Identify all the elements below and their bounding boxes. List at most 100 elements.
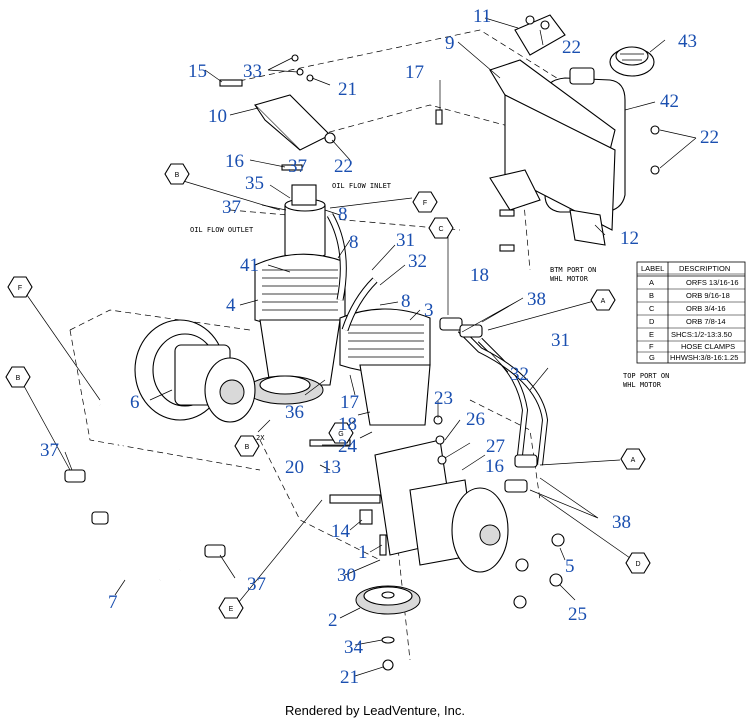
legend-header-description: DESCRIPTION	[679, 264, 730, 273]
btm-port-label-2: WHL MOTOR	[550, 275, 589, 283]
callout-17: 17	[340, 392, 359, 413]
left-hydro-pump	[246, 253, 346, 405]
svg-text:A: A	[631, 457, 636, 464]
callout-numbers: 15 33 21 10 11 9 22 43 42 22 12 17 16 37…	[40, 6, 719, 688]
hex-tag-e: E	[218, 597, 244, 619]
callout-37: 37	[222, 197, 241, 218]
oil-filter	[284, 184, 326, 261]
callout-6: 6	[130, 392, 140, 413]
callout-38: 38	[612, 512, 631, 533]
callout-22: 22	[700, 127, 719, 148]
svg-text:G: G	[338, 431, 343, 438]
legend-row-description: ORFS 13/16-16	[686, 278, 739, 287]
callout-16: 16	[485, 456, 504, 477]
parts-diagram: B F F B C A B G	[5, 6, 746, 688]
callout-42: 42	[660, 91, 679, 112]
callout-41: 41	[240, 255, 259, 276]
btm-port-label-1: BTM PORT ON	[550, 266, 596, 274]
legend-row-description: HOSE CLAMPS	[681, 342, 735, 351]
callout-37: 37	[40, 440, 59, 461]
callout-30: 32	[408, 251, 427, 272]
legend-row-description: SHCS:1/2-13:3.50	[671, 330, 732, 339]
two-x-label: 2X	[256, 434, 265, 442]
callout-15: 16	[225, 151, 244, 172]
legend-row-label: F	[649, 342, 654, 351]
callout-4: 4	[226, 295, 236, 316]
hex-tag-a: A	[590, 289, 616, 311]
callout-21: 21	[340, 667, 359, 688]
svg-text:B: B	[245, 444, 250, 451]
tank-mounting-bracket	[489, 59, 616, 246]
callout-22: 22	[562, 37, 581, 58]
callout-10: 10	[208, 106, 227, 127]
svg-text:F: F	[423, 200, 427, 207]
callout-14: 14	[331, 521, 351, 542]
callout-5: 5	[565, 556, 575, 577]
callout-43: 43	[678, 31, 697, 52]
callout-15: 17	[405, 62, 424, 83]
filter-bracket	[253, 94, 336, 151]
oil-flow-inlet-label: OIL FLOW INLET	[332, 182, 392, 190]
callout-35: 35	[245, 173, 264, 194]
top-port-label-2: WHL MOTOR	[623, 381, 662, 389]
svg-text:F: F	[18, 285, 22, 292]
callout-18: 18	[338, 414, 357, 435]
callout-34: 34	[344, 637, 364, 658]
legend-row-label: G	[649, 353, 655, 362]
hex-tag-b: B	[234, 435, 260, 457]
hardware	[219, 54, 660, 671]
annotations: OIL FLOW INLET OIL FLOW OUTLET BTM PORT …	[190, 182, 669, 442]
legend-row-label: C	[649, 304, 655, 313]
callout-9: 9	[445, 33, 455, 54]
callout-13: 13	[322, 457, 341, 478]
hex-tag-b: B	[164, 163, 190, 185]
legend-row-description: HHWSH:3/8-16:1.25	[670, 353, 738, 362]
callout-24: 24	[338, 436, 358, 457]
callout-3: 3	[424, 300, 434, 321]
legend-row-description: ORB 9/16-18	[686, 291, 730, 300]
top-port-label-1: TOP PORT ON	[623, 372, 669, 380]
callout-37: 37	[247, 574, 266, 595]
legend-row-label: E	[649, 330, 654, 339]
oil-flow-outlet-label: OIL FLOW OUTLET	[190, 226, 254, 234]
callout-20: 21	[338, 79, 357, 100]
right-hydro-pump	[339, 308, 431, 426]
footer-credit: Rendered by LeadVenture, Inc.	[285, 703, 465, 718]
legend-row-label: D	[649, 317, 655, 326]
callout-23: 23	[434, 388, 453, 409]
callout-15: 18	[470, 265, 489, 286]
callout-11: 11	[473, 6, 491, 27]
callout-26: 26	[466, 409, 485, 430]
callout-8: 8	[401, 291, 411, 312]
oil-hoses-upper	[326, 213, 378, 332]
svg-text:C: C	[438, 226, 443, 233]
callout-39: 38	[527, 289, 546, 310]
hydraulic-tubes-31-32	[457, 327, 549, 466]
svg-text:E: E	[229, 606, 234, 613]
svg-text:B: B	[16, 375, 21, 382]
callout-37: 37	[288, 156, 307, 177]
hex-tag-f: F	[412, 191, 438, 213]
legend-header-label: LABEL	[641, 264, 664, 273]
callout-8: 8	[349, 232, 359, 253]
right-wheel-motor	[374, 439, 509, 573]
svg-text:B: B	[175, 172, 180, 179]
upper-bracket-11	[514, 14, 566, 56]
leader-lines	[17, 17, 697, 677]
callout-27: 27	[486, 436, 505, 457]
callout-29: 31	[396, 230, 415, 251]
callout-7: 7	[108, 592, 118, 613]
legend-row-description: ORB 7/8-14	[686, 317, 726, 326]
fittings	[64, 317, 538, 558]
hex-tag-f: F	[7, 276, 33, 298]
callout-1: 1	[358, 542, 368, 563]
legend-table: LABEL DESCRIPTION A ORFS 13/16-16 B ORB …	[636, 261, 746, 364]
tank-cap	[609, 46, 655, 77]
legend-row-label: B	[649, 291, 654, 300]
svg-text:D: D	[635, 561, 640, 568]
hex-tags: B F F B C A B G	[5, 163, 651, 619]
callout-22: 22	[334, 156, 353, 177]
callout-31: 31	[551, 330, 570, 351]
callout-2: 2	[328, 610, 338, 631]
callout-36: 36	[285, 402, 304, 423]
